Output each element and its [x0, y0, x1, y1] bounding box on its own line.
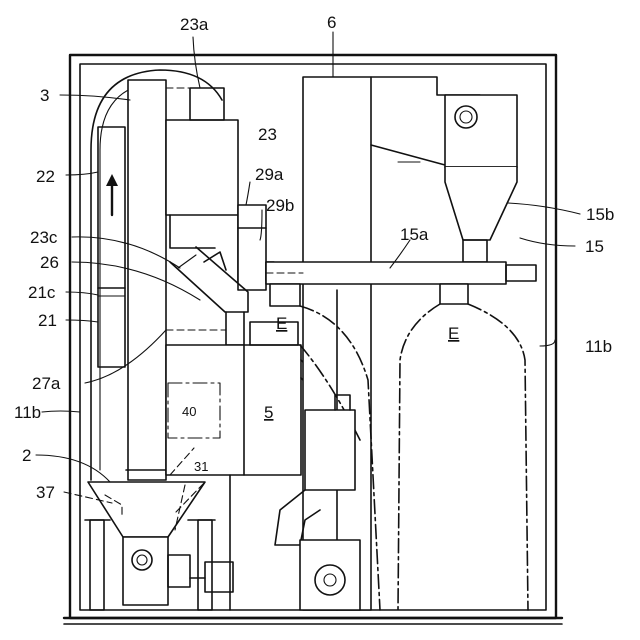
- label-E-middle: E: [276, 314, 287, 333]
- label-11b-right: 11b: [585, 337, 612, 356]
- chute-26: [166, 247, 248, 345]
- label-40: 40: [182, 404, 196, 419]
- label-26: 26: [40, 253, 59, 272]
- label-31: 31: [194, 459, 208, 474]
- label-21c: 21c: [28, 283, 56, 302]
- label-3: 3: [40, 86, 49, 105]
- cyclone-15: [445, 95, 517, 262]
- label-22: 22: [36, 167, 55, 186]
- label-11b-left: 11b: [14, 403, 41, 422]
- label-23c: 23c: [30, 228, 58, 247]
- label-6: 6: [327, 13, 336, 32]
- label-27a: 27a: [32, 374, 61, 393]
- label-15: 15: [585, 237, 604, 256]
- hopper-2: [85, 482, 233, 610]
- label-21: 21: [38, 311, 57, 330]
- bag-right: [398, 284, 528, 610]
- label-37: 37: [36, 483, 55, 502]
- duct-15a: [266, 262, 536, 284]
- label-29a: 29a: [255, 165, 284, 184]
- label-2: 2: [22, 446, 31, 465]
- label-29b: 29b: [266, 196, 294, 215]
- label-15a: 15a: [400, 225, 429, 244]
- label-23: 23: [258, 125, 277, 144]
- label-23a: 23a: [180, 15, 209, 34]
- label-E-right: E: [448, 324, 459, 343]
- label-5: 5: [264, 403, 273, 422]
- label-15b: 15b: [586, 205, 614, 224]
